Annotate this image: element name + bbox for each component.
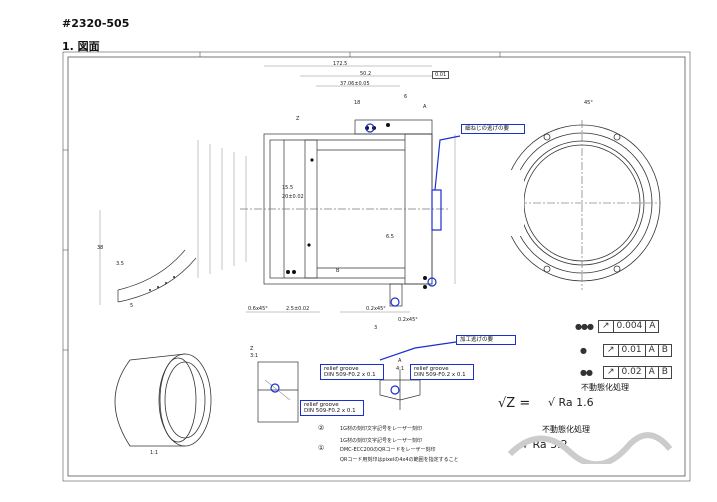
arc-detail	[117, 249, 197, 303]
surface-z: √Z =	[498, 396, 531, 411]
dim-flatness: 0.01	[432, 71, 450, 79]
relief-spec: DIN 509-F0.2 x 0.1	[324, 372, 376, 378]
callout-relief-groove-2: relief groove DIN 509-F0.2 x 0.1	[410, 364, 474, 380]
dim-angle: 45°	[584, 100, 593, 106]
dim-3: 3	[374, 325, 378, 331]
drawing-border	[62, 51, 691, 482]
note-dmc: DMC-ECC200のQRコードをレーザー刻印	[340, 447, 436, 453]
note-laser-2: 1G材の刻印文字記号をレーザー刻印	[340, 438, 422, 444]
dim-3-5: 3.5	[116, 261, 124, 267]
detail-a	[379, 370, 421, 410]
detail-z	[257, 361, 299, 423]
callout-screw-relief: 細ねじの逃げの要	[461, 124, 525, 134]
section-view	[240, 119, 450, 307]
relief-title: relief groove	[324, 366, 359, 372]
note-marker-2: ②	[318, 424, 325, 432]
drawing-inner-border	[67, 56, 686, 477]
dim-6: 6	[404, 94, 408, 100]
tol-datum: A	[645, 320, 660, 333]
note-marker-1: ①	[318, 444, 325, 452]
marker-dots: ●●●	[575, 322, 594, 331]
callout-machining-relief: 加工逃げの要	[456, 335, 516, 345]
ra1-value: Ra 1.6	[558, 396, 594, 409]
relief-spec: DIN 509-F0.2 x 0.1	[414, 372, 466, 378]
runout-icon: ↗	[602, 366, 619, 379]
label-a-detail: A	[398, 358, 402, 364]
dim-37: 37.06±0.05	[340, 81, 370, 87]
label-b: B	[336, 268, 340, 274]
tolerance-row-1: ●●● ↗ 0.004 A	[575, 320, 660, 333]
tol-value: 0.004	[612, 320, 647, 333]
iso-view	[114, 353, 212, 447]
label-z-detail: Z	[250, 346, 254, 352]
section-title: 1. 図面	[62, 40, 100, 53]
dim-chamfer-3: 0.2x45°	[398, 317, 418, 323]
note-laser-1: 1G材の刻印文字記号をレーザー刻印	[340, 426, 422, 432]
tol-value: 0.02	[617, 366, 646, 379]
callout-relief-groove-3: relief groove DIN 509-F0.2 x 0.1	[300, 400, 364, 416]
tol-datum-a: A	[644, 344, 659, 357]
relief-title: relief groove	[414, 366, 449, 372]
label-a-top: A	[423, 104, 427, 110]
dim-chamfer-2: 0.2x45°	[366, 306, 386, 312]
passivation-label-1: 不動態化処理	[581, 383, 629, 392]
dim-lines	[99, 65, 456, 313]
dim-20: 20±0.02	[282, 194, 304, 200]
callout-relief-groove-1: relief groove DIN 509-F0.2 x 0.1	[320, 364, 384, 380]
scale-z: 3:1	[250, 353, 259, 359]
dim-38: 38	[97, 245, 104, 251]
scale-iso: 1:1	[150, 450, 159, 456]
dim-6-5: 6.5	[386, 234, 394, 240]
tol-datum-a: A	[644, 366, 659, 379]
runout-icon: ↗	[602, 344, 619, 357]
dim-18: 18	[354, 100, 361, 106]
tol-datum-b: B	[657, 344, 672, 357]
tol-value: 0.01	[617, 344, 646, 357]
runout-icon: ↗	[597, 320, 614, 333]
relief-spec: DIN 509-F0.2 x 0.1	[304, 408, 356, 414]
front-view	[500, 120, 661, 290]
dim-5: 5	[130, 303, 134, 309]
relief-title: relief groove	[304, 402, 339, 408]
tol-datum-b: B	[657, 366, 672, 379]
dim-172: 172.5	[333, 61, 348, 67]
marker-dots: ●●	[580, 368, 593, 377]
passivation-label-2: 不動態化処理	[542, 425, 590, 434]
dim-50: 50.2	[360, 71, 372, 77]
tolerance-row-2: ● ↗ 0.01 A B	[580, 344, 672, 357]
scale-a: 4:1	[396, 366, 405, 372]
rough-surface-watermark	[507, 432, 673, 464]
dim-2-5: 2.5±0.02	[286, 306, 310, 312]
note-qr: QRコード用刻印はpixelの4x4の範囲を指定すること	[340, 457, 459, 463]
z-symbol: Z	[506, 396, 516, 411]
dim-chamfer-1: 0.6x45°	[248, 306, 268, 312]
marker-dots: ●	[580, 346, 587, 355]
doc-id: #2320-505	[62, 17, 130, 30]
dim-15: 15.5	[282, 185, 294, 191]
surface-ra1: √ Ra 1.6	[548, 396, 594, 409]
tolerance-row-3: ●● ↗ 0.02 A B	[580, 366, 672, 379]
label-z-top: Z	[296, 116, 300, 122]
